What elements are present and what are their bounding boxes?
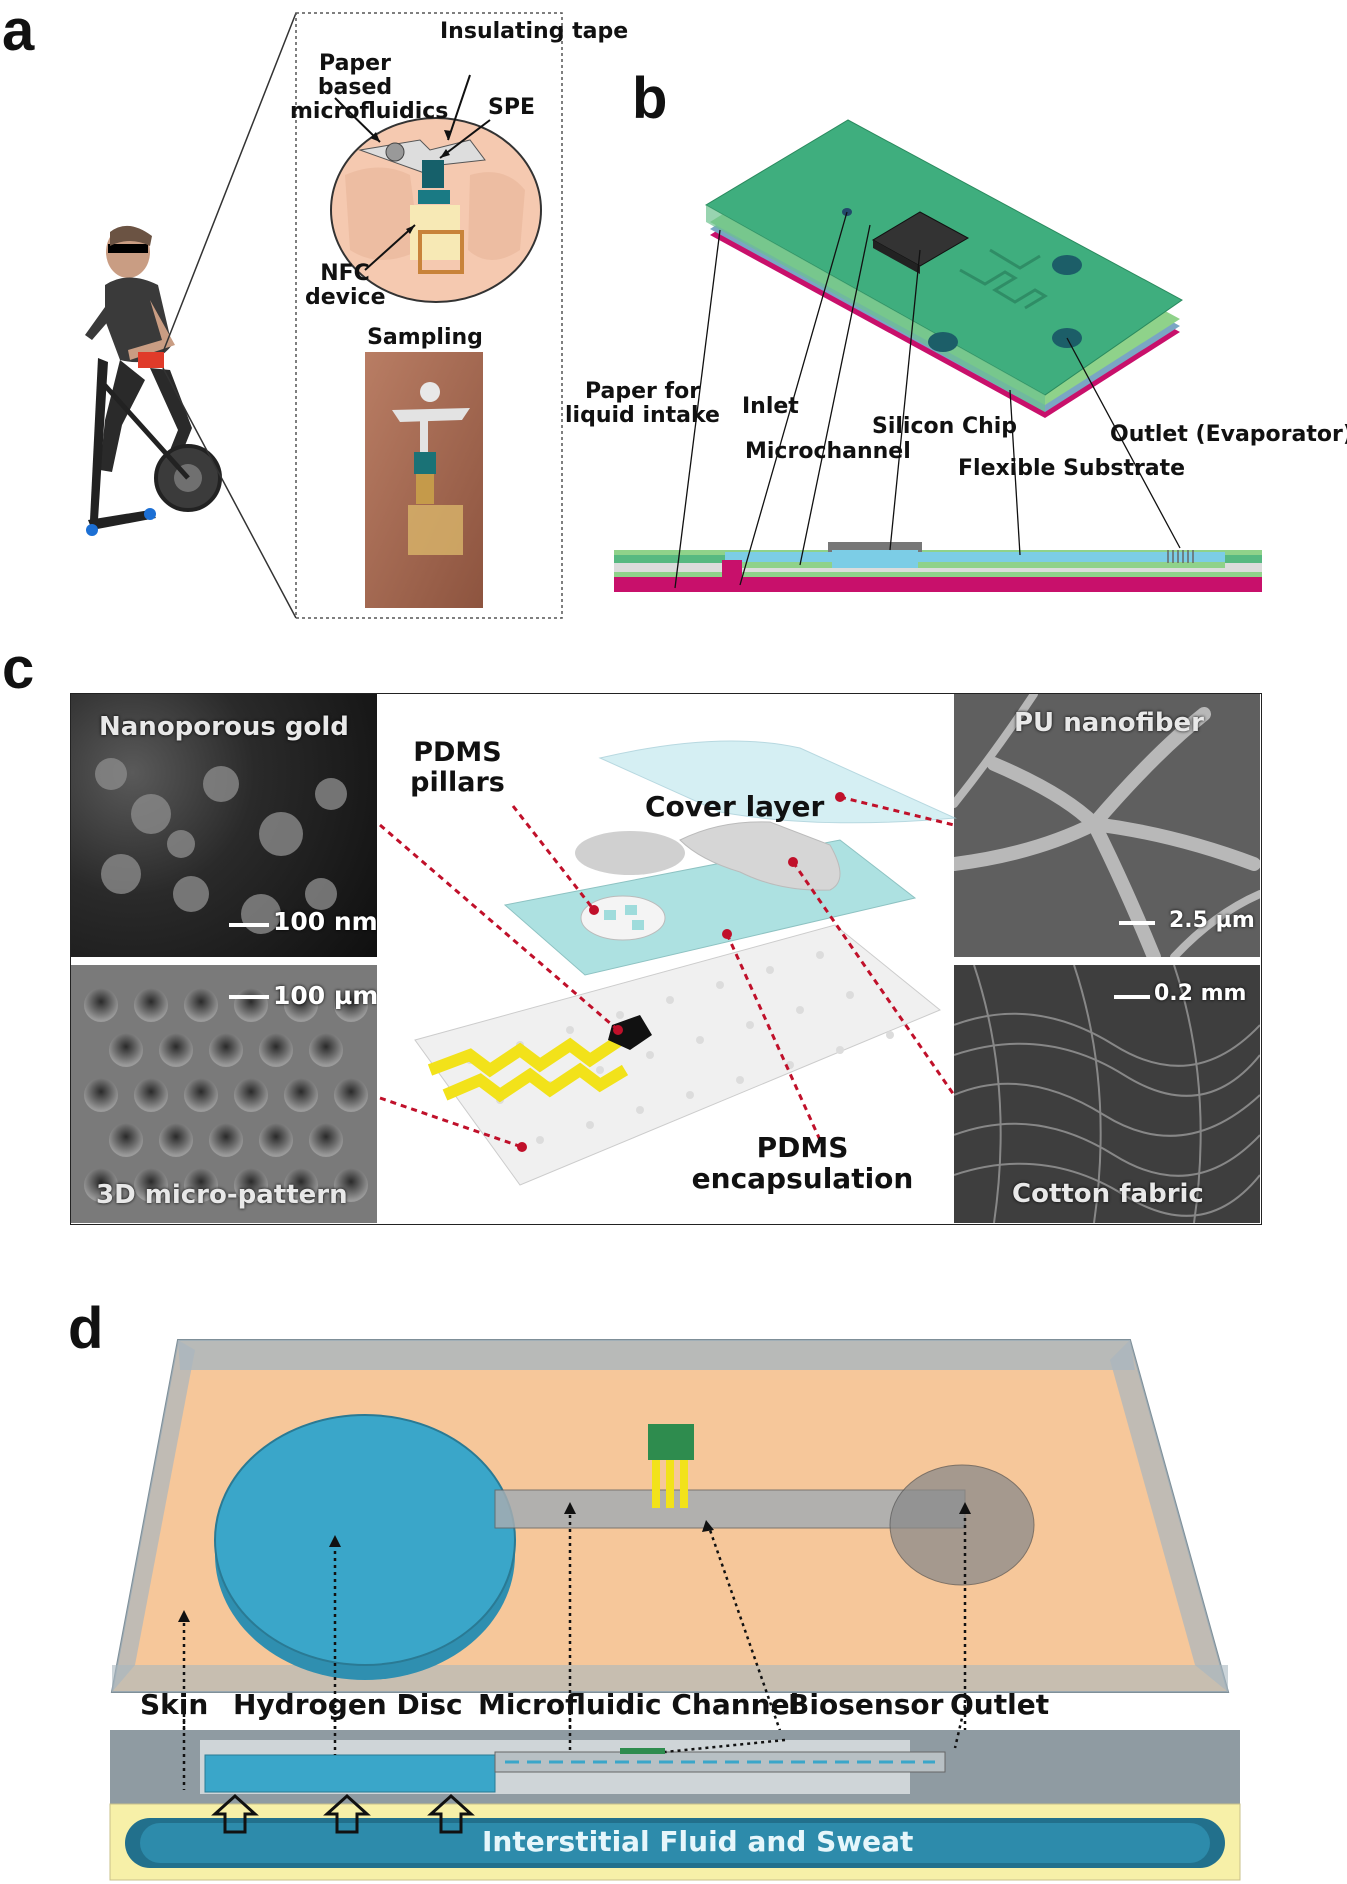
sem-title-micro-pattern: 3D micro-pattern <box>96 1180 348 1210</box>
sem-nanoporous-gold: Nanoporous gold 100 nm <box>71 694 377 957</box>
panel-b-letter: b <box>632 66 668 131</box>
label-skin: Skin <box>140 1688 209 1721</box>
cyclist-figure <box>85 225 222 536</box>
label-hydrogen-disc: Hydrogen Disc <box>233 1688 463 1721</box>
sem-scale-micro-pattern: 100 µm <box>273 981 377 1010</box>
sampling-photo <box>365 352 483 608</box>
panel-c-letter: c <box>2 636 35 701</box>
scale-bar <box>229 923 269 927</box>
label-paper-liquid-intake: Paper for liquid intake <box>565 379 720 429</box>
label-flexible-substrate: Flexible Substrate <box>958 456 1186 481</box>
wearable-device-schematic <box>330 74 542 303</box>
scale-bar <box>1119 921 1155 925</box>
scale-bar <box>1114 995 1150 999</box>
label-cover-layer: Cover layer <box>645 790 825 823</box>
sem-micro-pattern: 100 µm 3D micro-pattern <box>71 965 377 1223</box>
label-biosensor: Biosensor <box>788 1688 944 1721</box>
panel-a-inset-frame <box>295 12 563 619</box>
label-silicon-chip: Silicon Chip <box>872 414 1018 439</box>
sem-scale-pu-nanofiber: 2.5 µm <box>1169 908 1255 933</box>
scale-bar <box>229 995 269 999</box>
sem-scale-nanoporous-gold: 100 nm <box>273 907 377 936</box>
sem-title-nanoporous-gold: Nanoporous gold <box>99 712 349 742</box>
label-interstitial-fluid: Interstitial Fluid and Sweat <box>482 1825 914 1858</box>
label-spe: SPE <box>488 95 535 120</box>
panel-a-letter: a <box>2 0 35 63</box>
label-inlet: Inlet <box>742 394 799 419</box>
label-outlet-evaporator: Outlet (Evaporator) <box>1110 422 1347 447</box>
label-pdms-encapsulation: PDMS encapsulation <box>691 1131 914 1195</box>
sem-title-cotton-fabric: Cotton fabric <box>1012 1179 1204 1209</box>
sem-cotton-fabric: 0.2 mm Cotton fabric <box>954 965 1260 1223</box>
sem-title-pu-nanofiber: PU nanofiber <box>1014 708 1204 738</box>
label-microchannel: Microchannel <box>745 439 911 464</box>
label-microfluidic-channel: Microfluidic Channel <box>478 1688 800 1721</box>
label-pdms-pillars: PDMS pillars <box>410 737 505 798</box>
label-nfc-device: NFC device <box>305 261 386 311</box>
panel-d-letter: d <box>68 1296 104 1361</box>
sem-scale-cotton-fabric: 0.2 mm <box>1154 981 1247 1006</box>
label-outlet: Outlet <box>950 1688 1050 1721</box>
sem-pu-nanofiber: PU nanofiber 2.5 µm <box>954 694 1260 957</box>
label-sampling: Sampling <box>367 325 483 350</box>
